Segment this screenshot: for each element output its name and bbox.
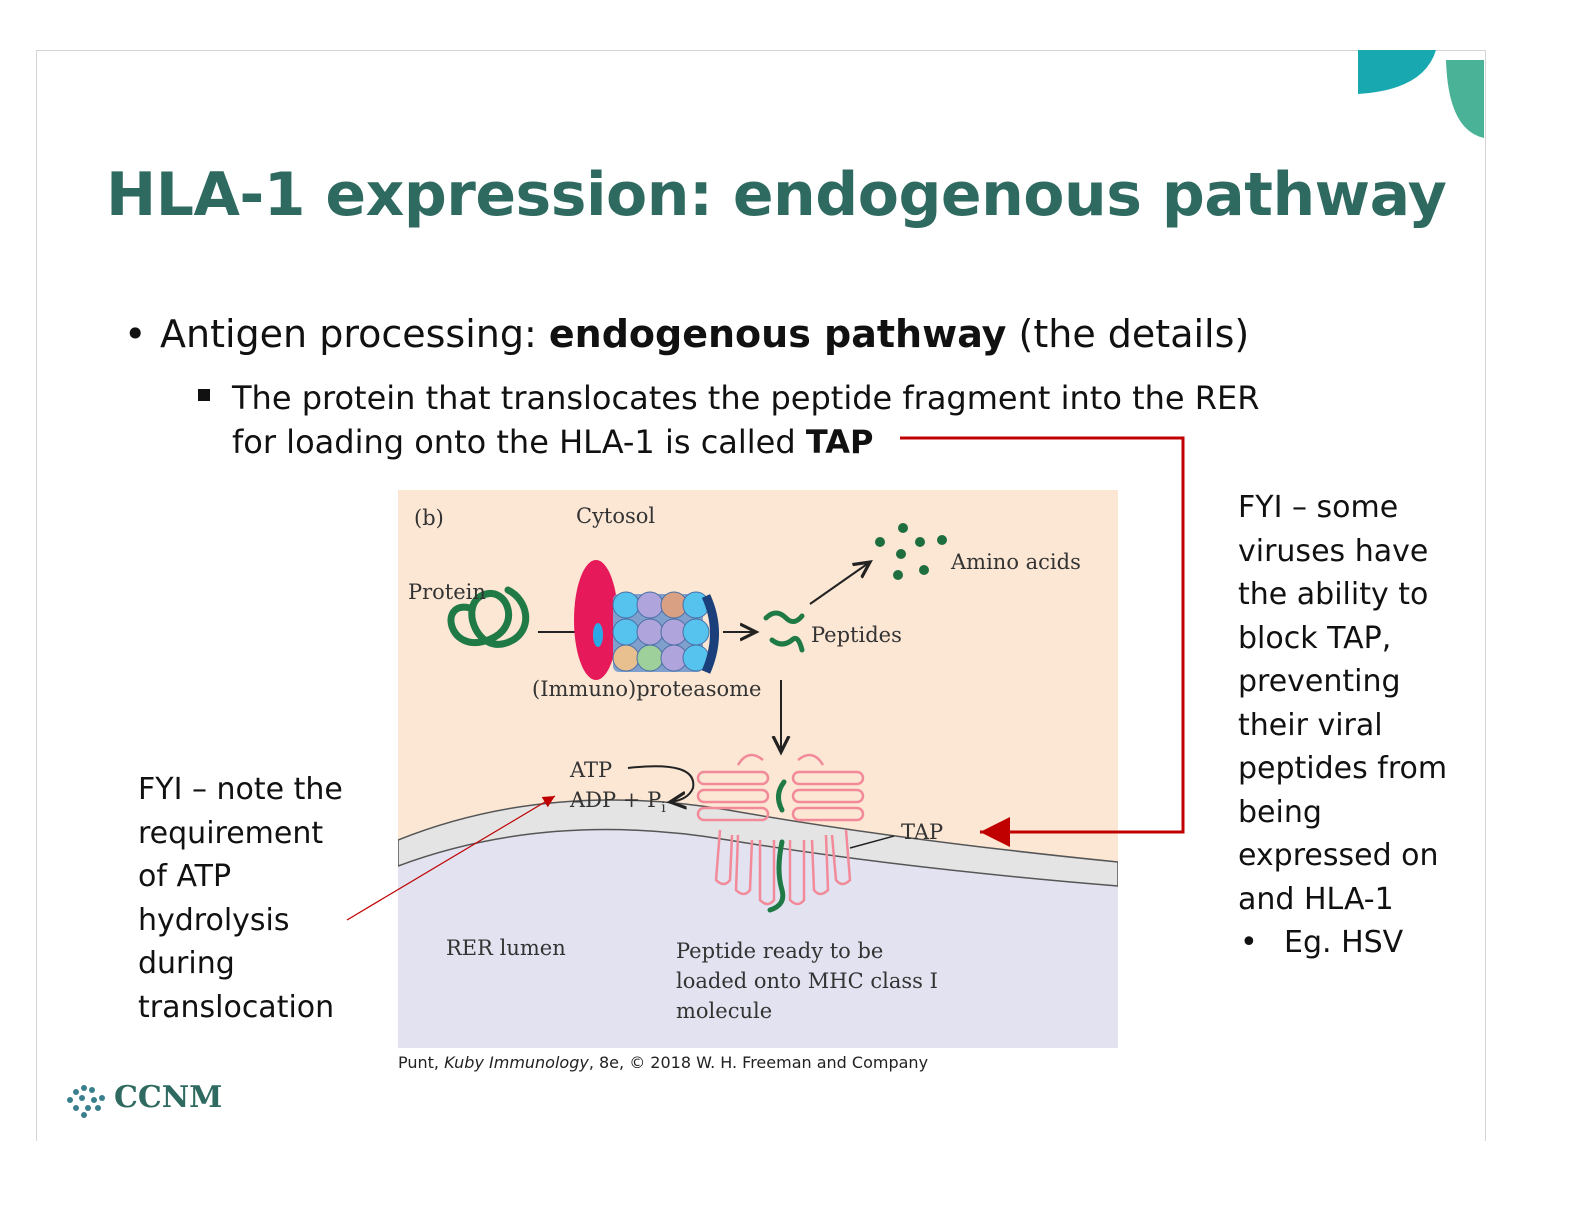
subbullet-line2: for loading onto the HLA-1 is called bbox=[232, 423, 806, 461]
protein-shape bbox=[447, 586, 530, 648]
rer-lumen-label: RER lumen bbox=[446, 936, 566, 960]
cytosol-label: Cytosol bbox=[576, 504, 656, 528]
note-atp-hydrolysis: FYI – note the requirement of ATP hydrol… bbox=[138, 768, 378, 1029]
tap-term: TAP bbox=[805, 423, 874, 461]
note-line: hydrolysis bbox=[138, 902, 290, 938]
slide-title: HLA-1 expression: endogenous pathway bbox=[106, 160, 1447, 230]
bullet-dot: • bbox=[124, 312, 147, 356]
ccnm-logo-text: CCNM bbox=[114, 1080, 223, 1115]
note-line: their viral bbox=[1238, 707, 1383, 743]
adp-label: ADP + Pi bbox=[570, 788, 666, 817]
amino-acids-label: Amino acids bbox=[951, 550, 1081, 574]
note-line: block TAP, bbox=[1238, 620, 1392, 656]
example-item: • Eg. HSV bbox=[1238, 921, 1478, 965]
note-line: and HLA-1 bbox=[1238, 881, 1394, 917]
proteasome-shape bbox=[574, 560, 719, 680]
bullet-text: Antigen processing: bbox=[160, 312, 549, 356]
bullet-suffix: (the details) bbox=[1006, 312, 1250, 356]
square-bullet-icon bbox=[198, 389, 210, 401]
tap-transporter-shape bbox=[696, 753, 865, 906]
note-line: FYI – note the bbox=[138, 772, 343, 807]
example-bullet: • bbox=[1240, 925, 1258, 960]
tap-label: TAP bbox=[901, 820, 944, 844]
peptides-label: Peptides bbox=[811, 623, 902, 647]
note-line: being bbox=[1238, 794, 1322, 830]
note-line: during bbox=[138, 946, 235, 981]
note-line: FYI – some bbox=[1238, 490, 1399, 525]
bullet-bold: endogenous pathway bbox=[548, 312, 1007, 356]
note-line: peptides from bbox=[1238, 751, 1448, 786]
note-line: the ability to bbox=[1238, 577, 1429, 612]
corner-decoration bbox=[1358, 50, 1484, 138]
diagram-graphics bbox=[397, 490, 1119, 1048]
note-line: expressed on bbox=[1238, 838, 1439, 873]
note-viruses-block-tap: FYI – some viruses have the ability to b… bbox=[1238, 486, 1478, 965]
example-text: Eg. HSV bbox=[1284, 925, 1404, 960]
peptide-in-lumen bbox=[767, 839, 786, 913]
note-line: translocation bbox=[138, 989, 335, 1025]
figure-credit: Punt, Kuby Immunology, 8e, © 2018 W. H. … bbox=[398, 1053, 929, 1072]
proteasome-label: (Immuno)proteasome bbox=[532, 677, 762, 701]
protein-label: Protein bbox=[408, 580, 486, 604]
panel-label: (b) bbox=[414, 506, 444, 530]
note-line: of ATP bbox=[138, 859, 232, 894]
peptide-in-tap bbox=[776, 779, 787, 813]
note-line: viruses have bbox=[1238, 533, 1429, 569]
peptide-ready-label: Peptide ready to be loaded onto MHC clas… bbox=[676, 939, 938, 1023]
subbullet-line1: The protein that translocates the peptid… bbox=[232, 379, 1260, 417]
note-line: requirement bbox=[138, 815, 324, 851]
tap-diagram-figure: (b) Cytosol Protein Amino acids Peptides… bbox=[397, 490, 1119, 1048]
note-line: preventing bbox=[1238, 664, 1401, 699]
ccnm-logo-icon bbox=[67, 1085, 105, 1118]
peptide-shape bbox=[763, 610, 805, 624]
peptide-shape bbox=[769, 635, 805, 653]
atp-label: ATP bbox=[570, 758, 613, 782]
